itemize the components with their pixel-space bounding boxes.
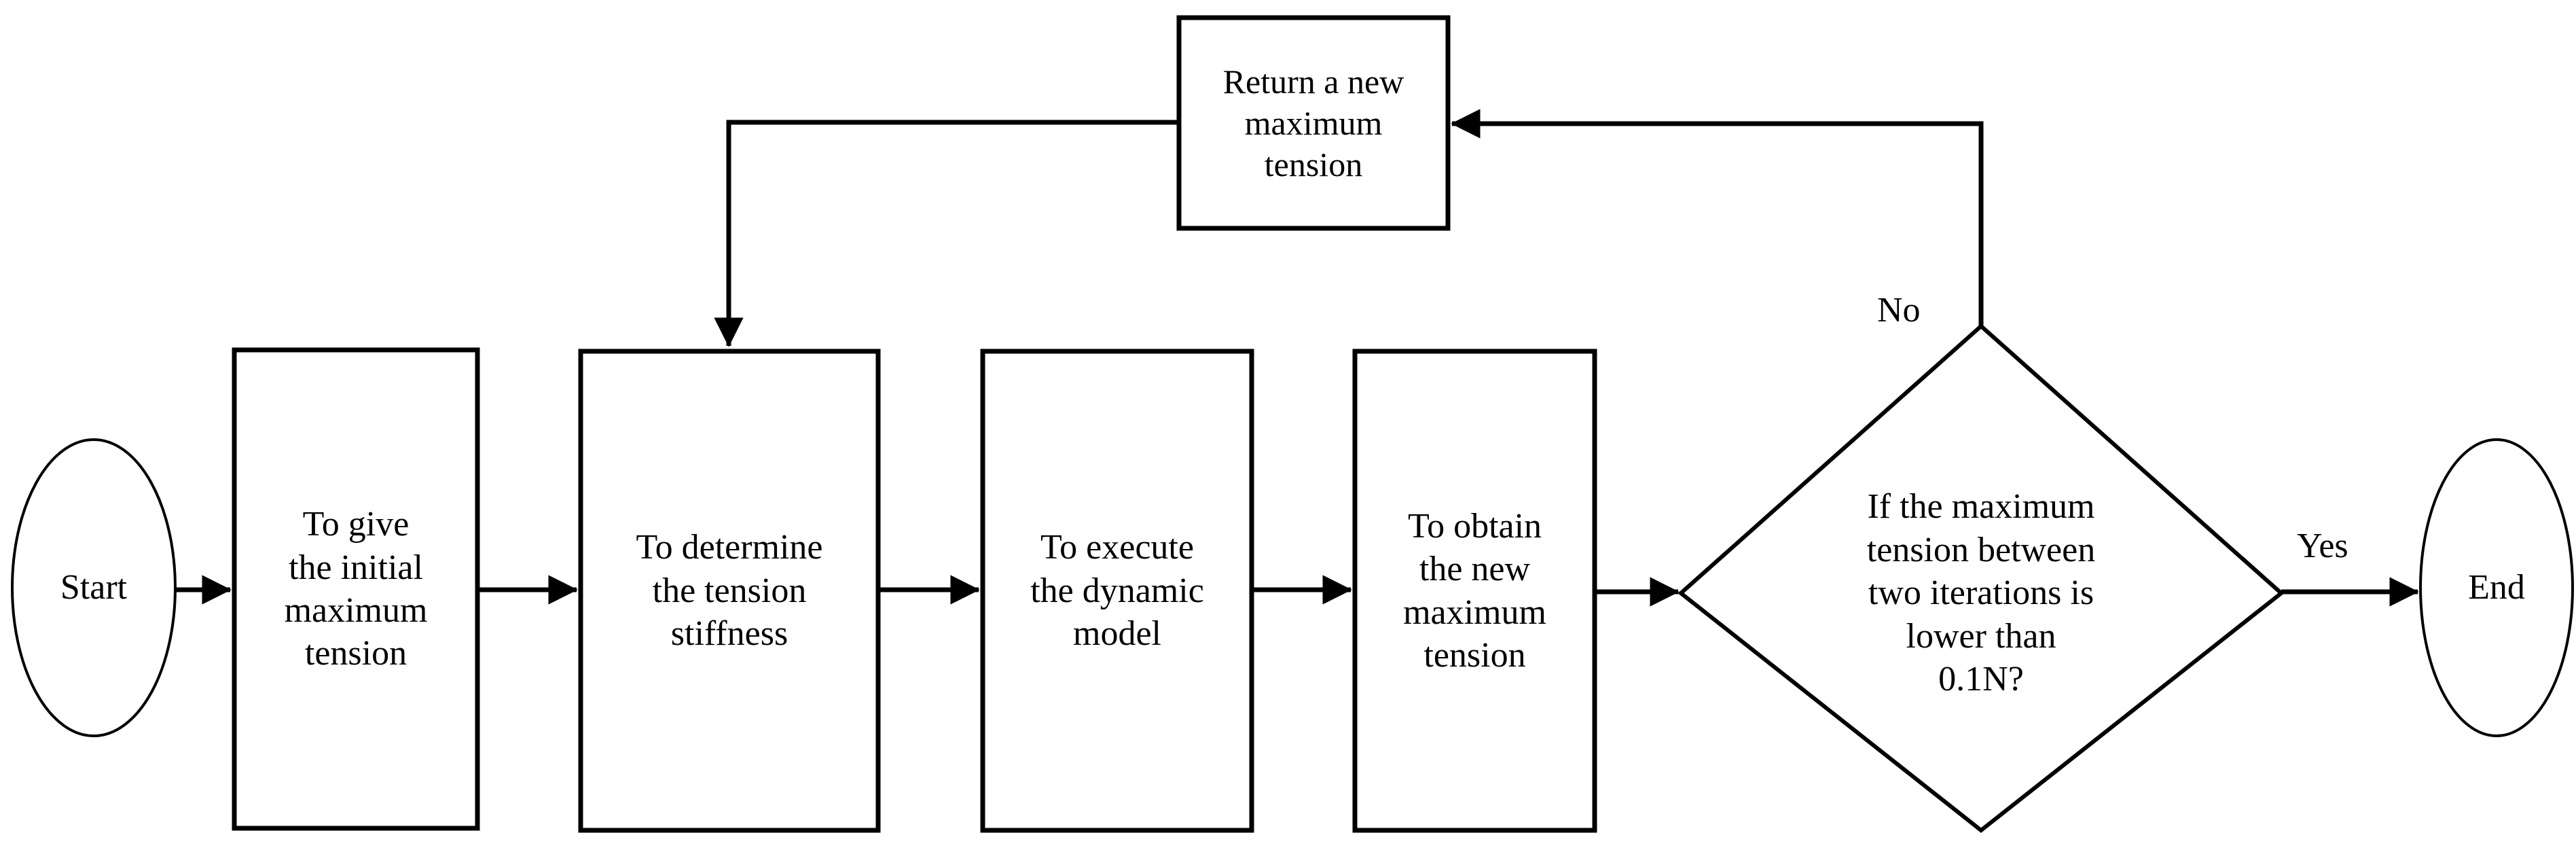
tension-stiffness-node-shape[interactable]	[578, 349, 881, 833]
new-max-tension-node-shape[interactable]	[1352, 349, 1597, 833]
end-node-shape[interactable]	[2419, 438, 2574, 737]
decision-node-shape[interactable]	[1677, 323, 2285, 833]
edge-label-yes: Yes	[2297, 527, 2348, 565]
start-node-shape[interactable]	[11, 438, 177, 737]
initial-tension-node-shape[interactable]	[232, 347, 480, 831]
dynamic-model-node-shape[interactable]	[980, 349, 1254, 833]
edge-return-tension-to-stiffness	[714, 120, 1179, 347]
edge-label-no: No	[1877, 291, 1921, 330]
edge-decision-no-to-return-tension	[1451, 109, 1984, 326]
return-tension-node-shape[interactable]	[1176, 15, 1451, 231]
